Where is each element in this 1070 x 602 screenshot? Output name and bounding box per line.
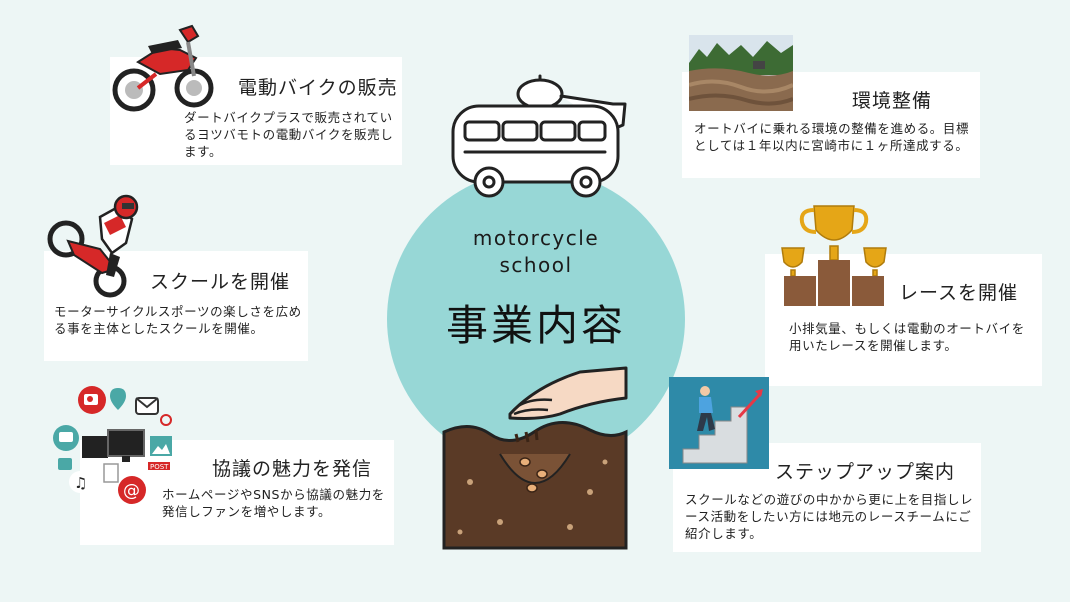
card-school-title: スクールを開催 <box>150 271 291 293</box>
svg-text:POST: POST <box>150 463 169 471</box>
card-stepup-desc: スクールなどの遊びの中かから更に上を目指しレース活動をしたい方には地元のレースチ… <box>685 492 974 541</box>
dirt-bike-icon <box>112 24 214 112</box>
social-media-icon: POST ♫ @ <box>53 386 172 504</box>
trophies-icon <box>781 205 887 306</box>
svg-text:@: @ <box>123 481 140 501</box>
card-ebike-title: 電動バイクの販売 <box>238 77 398 99</box>
center-line-2: school <box>499 253 573 277</box>
stairs-climber-icon <box>669 377 769 469</box>
card-environment-title: 環境整備 <box>852 90 933 112</box>
card-environment-desc: オートバイに乗れる環境の整備を進める。目標としては１年以内に宮崎市に１ヶ所達成す… <box>694 121 970 153</box>
card-info-title: 協議の魅力を発信 <box>212 458 373 480</box>
card-info: 協議の魅力を発信 ホームページやSNSから協議の魅力を発信しファンを増やします。 <box>80 440 394 545</box>
card-stepup-title: ステップアップ案内 <box>775 461 956 483</box>
svg-text:♫: ♫ <box>74 474 87 492</box>
card-info-desc: ホームページやSNSから協議の魅力を発信しファンを増やします。 <box>162 487 385 519</box>
card-ebike: 電動バイクの販売 ダートバイクプラスで販売されているヨツバモトの電動バイクを販売… <box>110 57 402 165</box>
dirt-track-photo <box>689 35 793 111</box>
card-race-desc: 小排気量、もしくは電動のオートバイを用いたレースを開催します。 <box>789 321 1025 353</box>
card-school-desc: モーターサイクルスポーツの楽しさを広める事を主体としたスクールを開催。 <box>54 304 302 336</box>
camper-bus-icon <box>451 74 627 198</box>
hand-sowing-seeds-icon <box>442 366 628 550</box>
card-ebike-desc: ダートバイクプラスで販売されているヨツバモトの電動バイクを販売します。 <box>184 110 394 159</box>
card-school: スクールを開催 モーターサイクルスポーツの楽しさを広める事を主体としたスクールを… <box>44 251 308 361</box>
card-race-title: レースを開催 <box>899 282 1019 304</box>
center-line-1: motorcycle <box>472 226 600 250</box>
motocross-rider-icon <box>47 194 139 298</box>
center-title: 事業内容 <box>445 301 626 350</box>
